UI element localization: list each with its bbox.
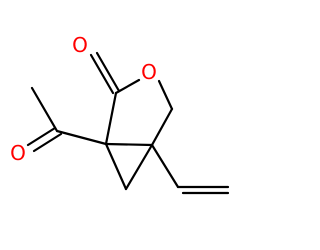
bond-acetyl-carbonyl-1 (26, 126, 57, 147)
ring-oxygen-label: O (141, 60, 157, 84)
bond-acetyl-carbonyl-2 (32, 132, 63, 153)
bond-lactone-carbonyl-2 (95, 51, 121, 93)
bond-lactone-carbonyl-1 (89, 53, 115, 95)
bond-c1-c6 (104, 142, 128, 191)
molecule-diagram: O O O (10, 33, 230, 195)
ketone-oxygen-label: O (10, 141, 26, 165)
bond-ch2-c5 (150, 107, 174, 147)
bond-c5-c6 (124, 143, 154, 191)
bond-lactone-carbon-ring-oxygen (114, 78, 141, 95)
bond-ring-oxygen-ch2 (157, 79, 174, 111)
bond-acetylcarbon-c1 (55, 129, 108, 146)
bond-c5-vinyl-carbon (150, 143, 180, 189)
bond-c1-lactone-carbon (104, 91, 118, 146)
bond-c1-c5 (104, 142, 154, 147)
lactone-carbonyl-oxygen-label: O (72, 33, 88, 57)
bond-methyl-acetylcarbon (30, 86, 59, 133)
structure-canvas: O O O (10, 33, 230, 195)
